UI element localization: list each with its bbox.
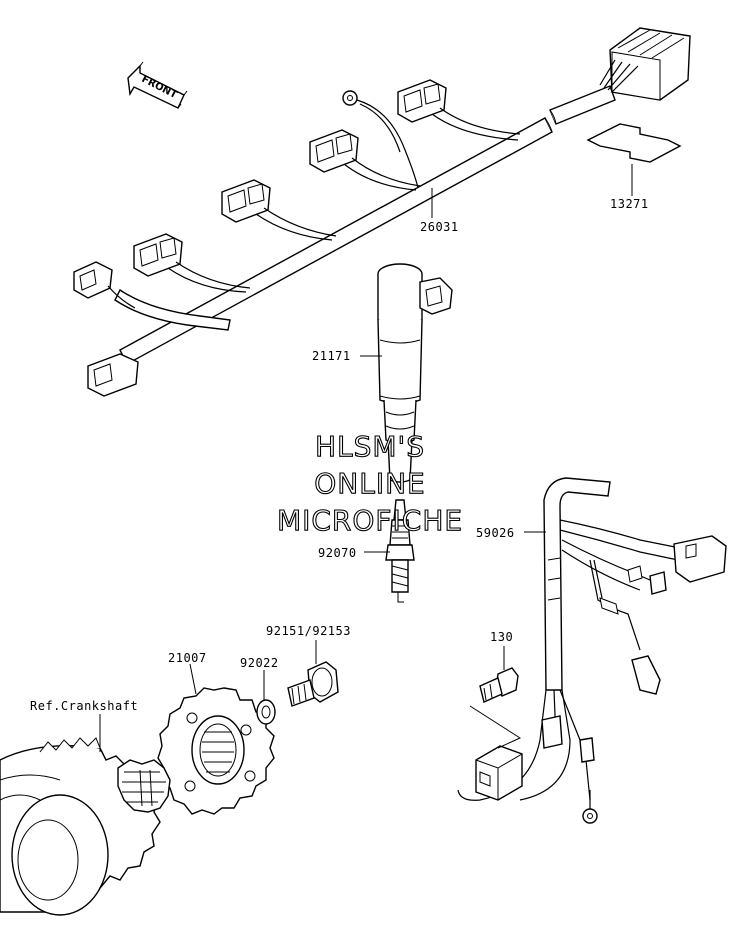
leader-lines bbox=[99, 164, 633, 752]
main-harness bbox=[73, 27, 691, 397]
ignition-coil bbox=[377, 263, 453, 483]
spark-plug bbox=[385, 499, 415, 603]
harness-connector-5 bbox=[73, 261, 136, 309]
callout-130[interactable]: 130 bbox=[490, 630, 513, 644]
watermark-line-3: MICROFICHE bbox=[277, 504, 463, 537]
sub-harness bbox=[457, 477, 727, 824]
callout-92070[interactable]: 92070 bbox=[318, 546, 357, 560]
harness-connector-3 bbox=[221, 179, 337, 241]
harness-connector-4 bbox=[133, 233, 251, 293]
callout-59026[interactable]: 59026 bbox=[476, 526, 515, 540]
watermark-line-2: ONLINE bbox=[314, 467, 425, 500]
callout-92022[interactable]: 92022 bbox=[240, 656, 279, 670]
harness-connector-6 bbox=[87, 353, 139, 397]
callout-92151-92153[interactable]: 92151/92153 bbox=[266, 624, 351, 638]
bolt-92151 bbox=[287, 661, 339, 707]
callout-ref-crankshaft[interactable]: Ref.Crankshaft bbox=[30, 699, 138, 713]
gear-21007 bbox=[157, 687, 275, 815]
harness-connector-2 bbox=[309, 129, 421, 191]
washer-92022 bbox=[256, 699, 276, 725]
crankshaft-reference bbox=[0, 737, 171, 916]
ring-terminal bbox=[342, 90, 419, 189]
watermark: HLSM'S ONLINE MICROFICHE bbox=[276, 429, 463, 537]
callout-26031[interactable]: 26031 bbox=[420, 220, 459, 234]
plate-13271 bbox=[586, 123, 682, 163]
watermark-line-1: HLSM'S bbox=[315, 430, 425, 463]
harness-connector-1 bbox=[397, 79, 521, 141]
callout-21007[interactable]: 21007 bbox=[168, 651, 207, 665]
callout-21171[interactable]: 21171 bbox=[312, 349, 351, 363]
bolt-130 bbox=[469, 667, 522, 749]
front-arrow-icon: FRONT bbox=[127, 61, 188, 109]
callout-13271[interactable]: 13271 bbox=[610, 197, 649, 211]
